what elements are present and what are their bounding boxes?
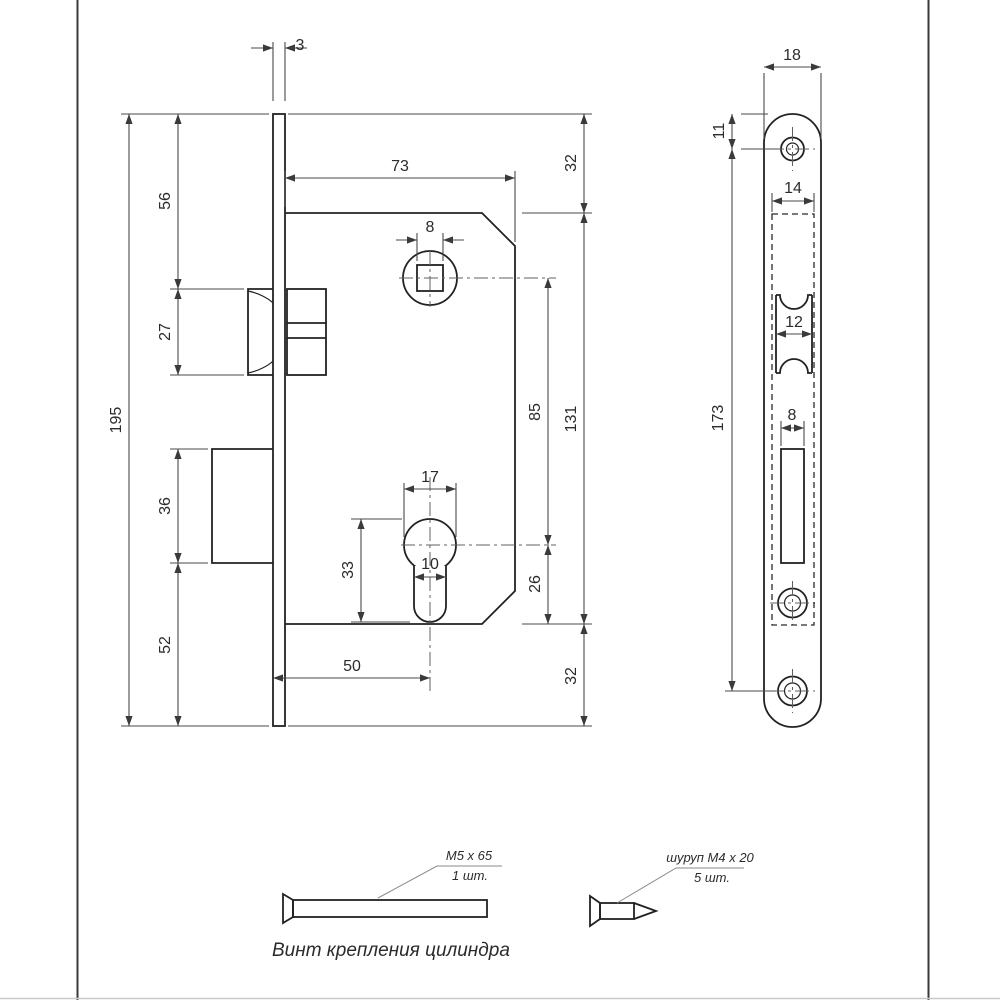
dim-label: 14	[784, 180, 802, 197]
dim-label: 173	[710, 405, 727, 432]
dim-cylinder-to-bottom: 26	[527, 545, 552, 624]
screw-head	[282, 892, 294, 925]
dim-keyhole-height: 33	[340, 518, 410, 623]
dim-deadbolt-cutout-width: 8	[780, 407, 805, 446]
front-view-dimensions: 18 11 173 14 12 8	[710, 47, 822, 692]
dim-label: 27	[157, 323, 174, 341]
latch-tail	[286, 288, 327, 376]
dim-top-to-screw-hole: 11	[711, 113, 780, 150]
dim-label: 33	[340, 561, 357, 579]
dim-label: 50	[343, 658, 361, 675]
dim-cutout-zone-width: 14	[771, 180, 815, 212]
screw-body	[599, 902, 635, 920]
dim-top-margin: 32	[288, 113, 592, 214]
dim-label: 11	[711, 123, 728, 140]
dim-label: 32	[563, 667, 580, 685]
dim-latch-height: 27	[157, 288, 244, 376]
deadbolt	[211, 448, 273, 564]
dim-body-height: 131	[563, 213, 588, 624]
cylinder-screw-label: M5 x 65	[446, 848, 493, 863]
screw-body	[292, 899, 488, 918]
dim-label: 32	[563, 154, 580, 172]
dim-label: 131	[563, 406, 580, 433]
dim-top-to-latch: 56	[157, 114, 182, 289]
dim-faceplate-length: 195	[108, 113, 269, 727]
dim-label: 17	[421, 469, 439, 486]
latch-bolt	[247, 288, 327, 376]
dim-label: 56	[157, 192, 174, 210]
dim-label: 18	[783, 47, 801, 64]
screw-head	[589, 894, 601, 928]
dim-cylinder-diameter: 17	[403, 469, 457, 537]
dim-spindle-square: 8	[396, 219, 464, 261]
dim-label: 36	[157, 497, 174, 515]
dim-screw-hole-spacing: 173	[710, 149, 776, 692]
dim-deadbolt-to-bottom: 52	[157, 563, 182, 726]
dim-label: 52	[157, 636, 174, 654]
screw-hole-middle	[770, 581, 815, 625]
dim-label: 10	[421, 556, 439, 573]
dim-bottom-margin: 32	[288, 623, 592, 727]
screw-tip	[633, 902, 659, 920]
side-view-dimensions: 3 73 195 56 27 36	[108, 37, 592, 727]
dim-label: 85	[527, 403, 544, 421]
dim-label: 26	[527, 575, 544, 593]
mounting-screw-label: шуруп M4 x 20	[666, 850, 754, 865]
mounting-screw-qty: 5 шт.	[694, 870, 730, 885]
dim-label: 195	[108, 407, 125, 434]
cutout-zone-dashed	[771, 213, 815, 626]
dim-label: 73	[391, 158, 409, 175]
deadbolt-cutout	[780, 448, 805, 564]
faceplate-front	[763, 113, 822, 728]
dim-faceplate-thickness: 3	[251, 37, 307, 101]
leader-line	[616, 867, 744, 904]
faceplate-front-view	[763, 113, 822, 728]
dim-backset: 50	[273, 658, 430, 682]
dim-label: 8	[788, 407, 797, 424]
faceplate-side	[272, 113, 286, 727]
dim-body-depth: 73	[284, 158, 516, 242]
lock-body	[285, 212, 516, 625]
cylinder-screw: M5 x 65 1 шт.	[282, 848, 502, 925]
mounting-screw: шуруп M4 x 20 5 шт.	[589, 850, 755, 928]
dim-spindle-to-cylinder: 85	[527, 278, 552, 545]
lock-side-view	[211, 113, 556, 727]
leader-line	[377, 865, 502, 899]
cylinder-screw-qty: 1 шт.	[452, 868, 488, 883]
spindle-hole	[399, 250, 556, 307]
dim-deadbolt-height: 36	[157, 448, 208, 564]
drawing-caption: Винт крепления цилиндра	[272, 940, 510, 961]
dim-plate-width: 18	[763, 47, 822, 139]
dim-keyhole-slot-width: 10	[414, 556, 446, 581]
dim-label: 3	[296, 37, 305, 54]
dim-latch-cutout-width: 12	[776, 314, 812, 338]
screw-hole-bottom	[770, 669, 815, 713]
dim-label: 12	[785, 314, 803, 331]
dim-label: 8	[426, 219, 435, 236]
